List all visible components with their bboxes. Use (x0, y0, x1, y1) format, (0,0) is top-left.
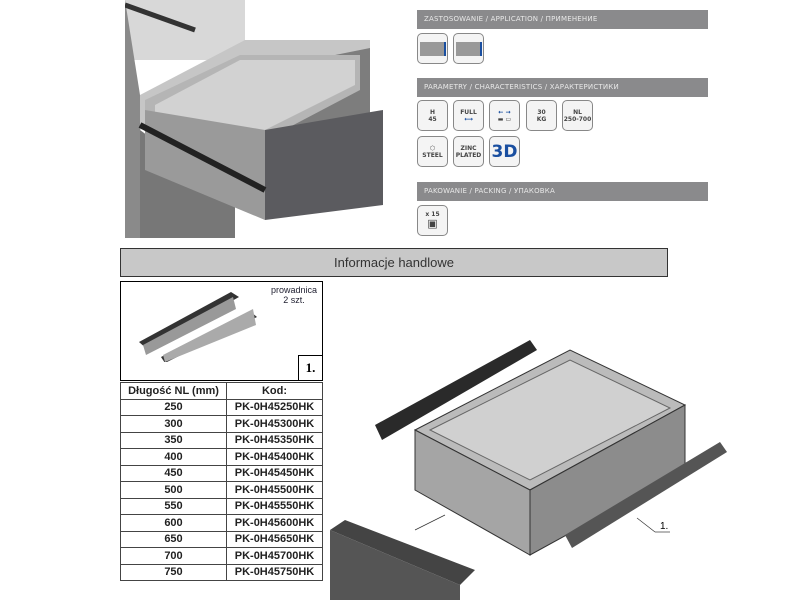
commercial-info-banner: Informacje handlowe (120, 248, 668, 277)
characteristics-header: PARAMETRY / CHARACTERISTICS / ХАРАКТЕРИС… (417, 78, 708, 97)
nl-range: 250-700 (563, 115, 592, 123)
3d-icon: 3D (489, 136, 520, 167)
code-cell: PK-0H45750HK (226, 563, 323, 581)
application-overlay-icon (453, 33, 484, 64)
weight-unit: KG (536, 115, 547, 123)
code-cell: PK-0H45250HK (226, 398, 323, 416)
part-number: 1. (298, 355, 322, 380)
push-open-icon: ← →▬ ▭ (489, 100, 520, 131)
length-cell: 400 (120, 448, 227, 466)
code-cell: PK-0H45300HK (226, 415, 323, 433)
code-cell: PK-0H45650HK (226, 530, 323, 548)
code-cell: PK-0H45700HK (226, 547, 323, 565)
drawer-front-panel (330, 530, 460, 600)
code-cell: PK-0H45350HK (226, 431, 323, 449)
steel-icon: ⬡STEEL (417, 136, 448, 167)
drawer-front-top (330, 520, 475, 585)
full-extension-icon: FULL⟷ (453, 100, 484, 131)
packing-box-icon: x 15▣ (417, 205, 448, 236)
code-cell: PK-0H45500HK (226, 481, 323, 499)
code-cell: PK-0H45600HK (226, 514, 323, 532)
height-value: 45 (428, 115, 437, 123)
table-header-row: Długość NL (mm)Kod: (120, 382, 323, 400)
plated-label: PLATED (455, 151, 482, 159)
left-slide-rail (375, 340, 537, 440)
code-cell: PK-0H45550HK (226, 497, 323, 515)
header-length: Długość NL (mm) (120, 382, 227, 400)
right-slide-rail (565, 442, 727, 548)
application-header: ZASTOSOWANIE / APPLICATION / ПРИМЕНЕНИЕ (417, 10, 708, 29)
length-cell: 450 (120, 464, 227, 482)
code-cell: PK-0H45450HK (226, 464, 323, 482)
weight-value: 30 (537, 108, 546, 116)
length-cell: 500 (120, 481, 227, 499)
header-code: Kod: (226, 382, 323, 400)
length-cell: 650 (120, 530, 227, 548)
nl-label: NL (573, 108, 582, 116)
part-name: prowadnica (270, 285, 317, 295)
part-box: prowadnica 2 szt. 1. (120, 281, 323, 381)
length-cell: 550 (120, 497, 227, 515)
callout-label: 1. (660, 521, 668, 532)
code-cell: PK-0H45400HK (226, 448, 323, 466)
full-label: FULL (460, 108, 477, 116)
zinc-label: ZINC (460, 144, 477, 152)
height-label: H (429, 108, 436, 116)
part-qty: 2 szt. (283, 295, 305, 305)
length-cell: 750 (120, 563, 227, 581)
pack-qty: x 15 (425, 211, 440, 218)
exploded-drawer-diagram: 1. (330, 340, 727, 600)
application-inset-icon (417, 33, 448, 64)
steel-label: STEEL (422, 151, 443, 159)
length-cell: 600 (120, 514, 227, 532)
packing-header: PAKOWANIE / PACKING / УПАКОВКА (417, 182, 708, 201)
length-cell: 250 (120, 398, 227, 416)
drawer-cabinet-render (125, 0, 383, 238)
length-cell: 300 (120, 415, 227, 433)
length-cell: 350 (120, 431, 227, 449)
length-cell: 700 (120, 547, 227, 565)
slide-rails-image (139, 292, 257, 362)
